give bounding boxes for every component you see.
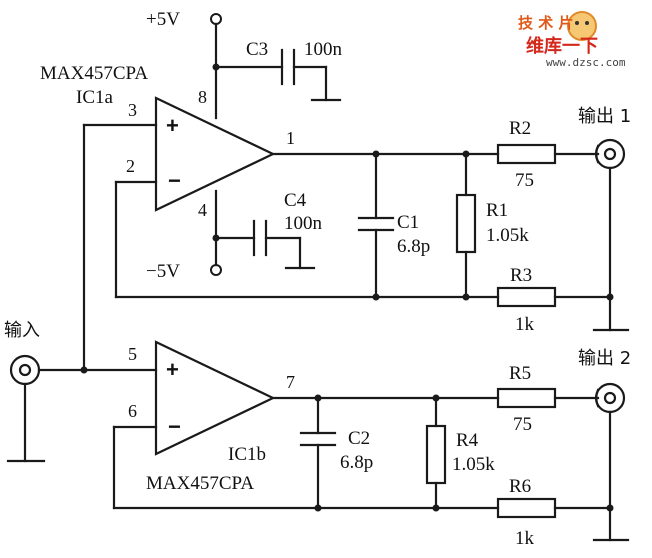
c2-value: 6.8p — [340, 452, 373, 473]
c4-ref: C4 — [284, 190, 307, 211]
c4-value: 100n — [284, 213, 323, 234]
r5-value: 75 — [513, 414, 532, 435]
c2-ref: C2 — [348, 428, 370, 449]
ic1a-pin-out: 1 — [286, 128, 295, 148]
pos-supply: +5V — [146, 9, 284, 120]
c1-ref: C1 — [397, 212, 419, 233]
ic1a-part: MAX457CPA — [40, 63, 148, 84]
coax-connector-icon — [594, 382, 626, 414]
resistor-r2: R2 75 — [496, 118, 600, 191]
resistor-r1: R1 1.05k — [455, 152, 529, 301]
neg-supply: −5V — [146, 189, 256, 282]
opamp-ic1b-triangle — [154, 340, 276, 456]
ic1b-minus-sign: − — [168, 414, 181, 439]
resistor-r4: R4 1.05k — [425, 396, 495, 512]
ic1a-pin-plus: 3 — [128, 100, 137, 120]
c1-value: 6.8p — [397, 236, 430, 257]
input-connector: 输入 — [4, 320, 158, 463]
r4-value: 1.05k — [452, 454, 495, 475]
capacitor-c4: C4 100n — [252, 190, 323, 270]
coax-connector-icon — [9, 354, 41, 386]
r1-value: 1.05k — [486, 225, 529, 246]
mascot-icon — [567, 11, 597, 41]
resistor-r6: R6 1k — [496, 476, 612, 549]
ic1a-ref: IC1a — [76, 87, 114, 108]
neg-supply-terminal-icon — [210, 264, 222, 276]
r2-ref: R2 — [509, 118, 531, 139]
pos-supply-terminal-icon — [210, 13, 222, 25]
capacitor-c2: C2 6.8p — [299, 396, 373, 512]
ic1b-plus-sign: + — [166, 357, 179, 382]
resistor-r3: R3 1k — [496, 265, 612, 335]
output2-label: 输出 2 — [578, 348, 631, 369]
neg-supply-label: −5V — [146, 261, 180, 282]
c3-ref: C3 — [246, 39, 268, 60]
r6-ref: R6 — [509, 476, 531, 497]
r1-ref: R1 — [486, 200, 508, 221]
ic1b-ref: IC1b — [228, 444, 266, 465]
watermark-logo: 技 术 片 维库一下 www.dzsc.com — [518, 11, 626, 69]
capacitor-c1: C1 6.8p — [357, 152, 430, 301]
coax-connector-icon — [594, 138, 626, 170]
opamp-ic1a: + − MAX457CPA IC1a 8 4 3 2 1 — [40, 63, 295, 220]
c3-value: 100n — [304, 39, 343, 60]
resistor-r5: R5 75 — [496, 363, 600, 435]
r2-value: 75 — [515, 170, 534, 191]
r5-ref: R5 — [509, 363, 531, 384]
ic1b-part: MAX457CPA — [146, 473, 254, 494]
opamp-ic1a-triangle — [154, 96, 276, 212]
r4-ref: R4 — [456, 430, 479, 451]
output2-connector: 输出 2 — [578, 348, 631, 542]
ic1a-pin-vee: 4 — [198, 200, 207, 220]
ic1a-plus-sign: + — [166, 113, 179, 138]
r3-ref: R3 — [510, 265, 532, 286]
ic1b-pin-out: 7 — [286, 372, 295, 392]
r6-value: 1k — [515, 528, 535, 549]
ic1a-pin-minus: 2 — [126, 156, 135, 176]
ic1a-minus-sign: − — [168, 168, 181, 193]
ic1a-pin-vcc: 8 — [198, 87, 207, 107]
output1-connector: 输出 1 — [578, 106, 631, 332]
watermark-url: www.dzsc.com — [546, 56, 626, 69]
input-label: 输入 — [4, 320, 40, 341]
output1-label: 输出 1 — [578, 106, 631, 127]
r3-value: 1k — [515, 314, 535, 335]
opamp-ic1b: + − 5 6 7 IC1b MAX457CPA — [128, 340, 295, 494]
capacitor-c3: C3 100n — [246, 39, 343, 102]
watermark-line2: 维库一下 — [526, 35, 598, 57]
watermark-line1: 技 术 片 — [518, 14, 573, 32]
pos-supply-label: +5V — [146, 9, 180, 30]
ic1b-pin-plus: 5 — [128, 344, 137, 364]
ic1b-pin-minus: 6 — [128, 401, 137, 421]
